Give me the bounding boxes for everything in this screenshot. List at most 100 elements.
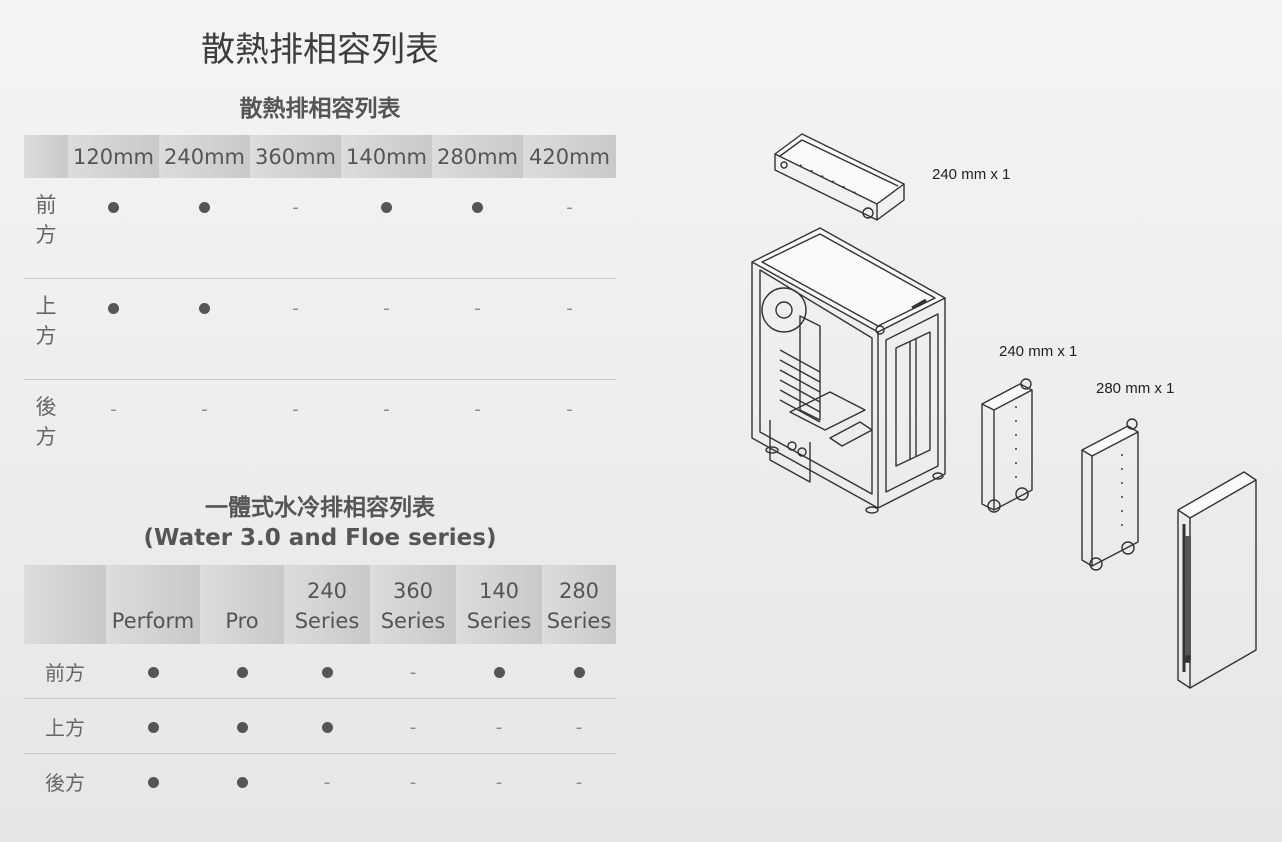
- header-empty-cell: [24, 135, 68, 178]
- compatible-dot: [381, 202, 392, 213]
- column-header: 420mm: [523, 135, 616, 178]
- compatible-dot-cell: [200, 644, 284, 699]
- front-panel-illustration: [1177, 471, 1257, 689]
- aio-title-line1: 一體式水冷排相容列表: [205, 495, 435, 521]
- compatible-dot-cell: [159, 178, 250, 279]
- header-empty-cell: [24, 565, 106, 644]
- incompatible-dash: -: [409, 772, 417, 793]
- column-header: 360 Series: [370, 565, 456, 644]
- compatible-dot: [147, 722, 159, 733]
- incompatible-dash: -: [110, 399, 117, 420]
- incompatible-dash: -: [201, 399, 208, 420]
- compatible-dot-cell: [106, 644, 200, 699]
- incompatible-dash-cell: -: [432, 380, 523, 481]
- incompatible-dash-cell: -: [341, 380, 432, 481]
- column-header: 240 Series: [284, 565, 370, 644]
- compatible-dot-cell: [456, 644, 542, 699]
- incompatible-dash-cell: -: [523, 279, 616, 380]
- callout-top-radiator: 240 mm x 1: [932, 166, 1011, 183]
- column-header: 280 Series: [542, 565, 616, 644]
- compatible-dot-cell: [542, 644, 616, 699]
- column-header: 360mm: [250, 135, 341, 178]
- incompatible-dash-cell: -: [523, 380, 616, 481]
- column-header: 240mm: [159, 135, 250, 178]
- compatible-dot-cell: [284, 699, 370, 754]
- compatible-dot: [321, 667, 333, 678]
- compatible-dot: [472, 202, 483, 213]
- compatible-dot-cell: [200, 699, 284, 754]
- radiator-table-title: 散熱排相容列表: [239, 96, 401, 122]
- incompatible-dash: -: [292, 399, 299, 420]
- incompatible-dash: -: [409, 662, 417, 683]
- incompatible-dash: -: [292, 298, 299, 319]
- front-radiator-280-illustration: [1081, 418, 1139, 571]
- compatible-dot: [199, 202, 210, 213]
- incompatible-dash: -: [474, 399, 481, 420]
- incompatible-dash-cell: -: [370, 699, 456, 754]
- compatible-dot-cell: [341, 178, 432, 279]
- radiator-compat-table: 120mm 240mm 360mm 140mm 280mm 420mm 前 方 -…: [24, 135, 616, 480]
- incompatible-dash-cell: -: [456, 699, 542, 754]
- column-header: Pro: [200, 565, 284, 644]
- compatible-dot: [147, 667, 159, 678]
- incompatible-dash: -: [566, 298, 573, 319]
- aio-title-line2: (Water 3.0 and Floe series): [143, 525, 497, 551]
- incompatible-dash: -: [409, 717, 417, 738]
- table-row: 前 方--: [24, 178, 616, 279]
- compatible-dot: [321, 722, 333, 733]
- table-header-row: 120mm 240mm 360mm 140mm 280mm 420mm: [24, 135, 616, 178]
- incompatible-dash: -: [575, 717, 583, 738]
- compatible-dot-cell: [159, 279, 250, 380]
- front-radiator-240-illustration: [981, 378, 1033, 513]
- incompatible-dash: -: [474, 298, 481, 319]
- incompatible-dash-cell: -: [159, 380, 250, 481]
- row-label: 上 方: [35, 294, 57, 348]
- incompatible-dash: -: [566, 197, 573, 218]
- table-header-row: Perform Pro 240 Series 360 Series 140 Se…: [24, 565, 616, 644]
- incompatible-dash-cell: -: [370, 754, 456, 809]
- aio-compat-table: Perform Pro 240 Series 360 Series 140 Se…: [24, 565, 616, 808]
- incompatible-dash-cell: -: [542, 754, 616, 809]
- compatible-dot-cell: [68, 279, 159, 380]
- incompatible-dash-cell: -: [370, 644, 456, 699]
- table-row: 後 方------: [24, 380, 616, 481]
- incompatible-dash-cell: -: [456, 754, 542, 809]
- incompatible-dash-cell: -: [341, 279, 432, 380]
- compatible-dot: [108, 303, 119, 314]
- compatible-dot: [108, 202, 119, 213]
- table-row: 上方 - - -: [24, 699, 616, 754]
- table-row: 後方 - - - -: [24, 754, 616, 809]
- compatible-dot: [199, 303, 210, 314]
- table-row: 上 方----: [24, 279, 616, 380]
- column-header: 280mm: [432, 135, 523, 178]
- incompatible-dash-cell: -: [523, 178, 616, 279]
- compatible-dot-cell: [106, 699, 200, 754]
- compatible-dot-cell: [432, 178, 523, 279]
- compatible-dot: [147, 777, 159, 788]
- compatible-dot: [236, 722, 248, 733]
- table-row: 前方 -: [24, 644, 616, 699]
- row-label: 前 方: [35, 193, 57, 247]
- incompatible-dash: -: [292, 197, 299, 218]
- compatible-dot: [573, 667, 585, 678]
- row-label: 後方: [45, 770, 85, 795]
- top-radiator-illustration: [774, 133, 905, 221]
- incompatible-dash: -: [495, 717, 503, 738]
- incompatible-dash: -: [575, 772, 583, 793]
- row-label: 上方: [45, 715, 85, 740]
- compatible-dot-cell: [200, 754, 284, 809]
- row-label: 後 方: [35, 395, 57, 449]
- compatible-dot-cell: [284, 644, 370, 699]
- column-header: 140 Series: [456, 565, 542, 644]
- incompatible-dash-cell: -: [250, 380, 341, 481]
- pc-case-illustration: [751, 227, 946, 514]
- page-title: 散熱排相容列表: [201, 30, 439, 70]
- incompatible-dash-cell: -: [68, 380, 159, 481]
- row-label: 前方: [45, 660, 85, 685]
- incompatible-dash: -: [495, 772, 503, 793]
- incompatible-dash: -: [383, 399, 390, 420]
- incompatible-dash-cell: -: [284, 754, 370, 809]
- incompatible-dash-cell: -: [250, 178, 341, 279]
- column-header: 140mm: [341, 135, 432, 178]
- incompatible-dash: -: [566, 399, 573, 420]
